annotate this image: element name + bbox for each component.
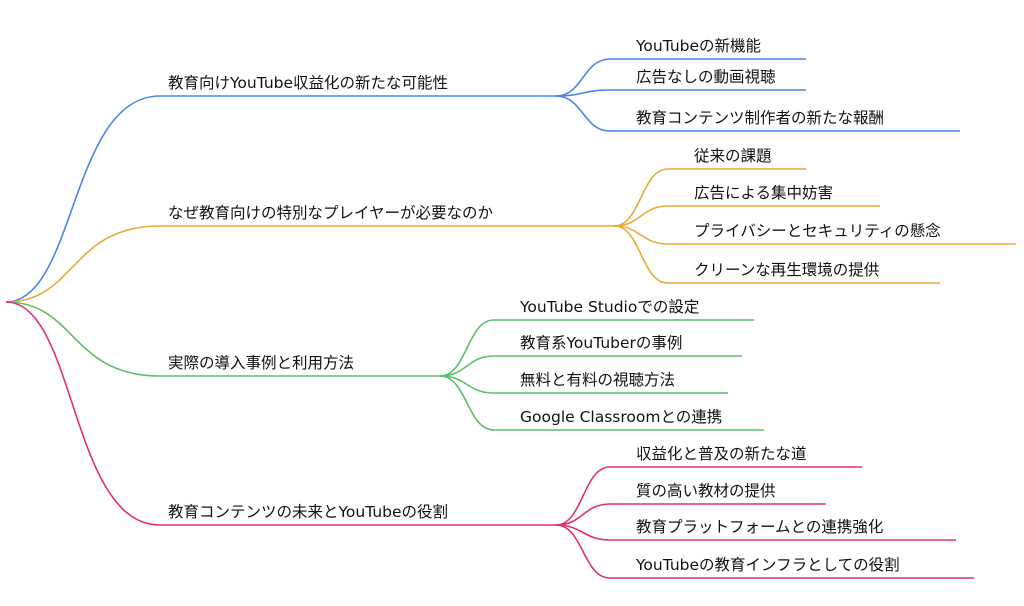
branch-connector-4	[5, 301, 556, 526]
leaf-connector-1-3	[555, 95, 960, 132]
leaf-label-1-2: 広告なしの動画視聴	[636, 68, 776, 86]
branch-connector-3	[5, 301, 440, 377]
leaf-label-3-2: 教育系YouTuberの事例	[520, 334, 682, 352]
leaf-label-2-3: プライバシーとセキュリティの懸念	[694, 221, 941, 240]
branch-connector-2	[5, 225, 614, 303]
leaf-connector-1-1	[555, 58, 806, 97]
leaf-connector-2-2	[613, 205, 880, 227]
branch-label-1: 教育向けYouTube収益化の新たな可能性	[168, 74, 448, 92]
leaf-label-2-4: クリーンな再生環境の提供	[694, 260, 879, 279]
leaf-connector-3-4	[439, 375, 764, 431]
branch-connector-1	[5, 95, 556, 303]
leaf-label-3-3: 無料と有料の視聴方法	[520, 371, 675, 389]
leaf-connector-3-3	[439, 375, 728, 394]
leaf-connector-1-2	[555, 89, 806, 97]
branch-label-2: なぜ教育向けの特別なプレイヤーが必要なのか	[168, 204, 493, 222]
branch-label-4: 教育コンテンツの未来とYouTubeの役割	[168, 503, 448, 521]
leaf-label-4-3: 教育プラットフォームとの連携強化	[636, 518, 883, 536]
leaf-label-3-4: Google Classroomとの連携	[520, 408, 722, 426]
leaf-label-3-1: YouTube Studioでの設定	[519, 298, 699, 316]
leaf-connector-2-1	[613, 168, 806, 227]
mindmap-edges	[5, 58, 1016, 579]
leaf-connector-4-3	[555, 524, 956, 541]
branch-label-3: 実際の導入事例と利用方法	[168, 354, 354, 372]
leaf-label-1-1: YouTubeの新機能	[635, 37, 761, 55]
leaf-connector-4-2	[555, 503, 826, 526]
leaf-label-4-1: 収益化と普及の新たな道	[636, 445, 807, 463]
leaf-label-4-2: 質の高い教材の提供	[636, 482, 776, 500]
leaf-connector-4-4	[555, 524, 974, 579]
leaf-label-2-1: 従来の課題	[694, 147, 772, 165]
leaf-label-2-2: 広告による集中妨害	[694, 184, 833, 202]
leaf-connector-2-4	[613, 225, 940, 284]
leaf-connector-3-2	[439, 355, 742, 377]
leaf-connector-4-1	[555, 466, 862, 526]
leaf-connector-2-3	[613, 225, 1016, 245]
leaf-connector-3-1	[439, 319, 754, 377]
leaf-label-1-3: 教育コンテンツ制作者の新たな報酬	[636, 109, 884, 127]
mindmap-nodes: 教育向けYouTube収益化の新たな可能性 YouTubeの新機能広告なしの動画視…	[168, 37, 941, 574]
leaf-label-4-4: YouTubeの教育インフラとしての役割	[635, 556, 900, 574]
